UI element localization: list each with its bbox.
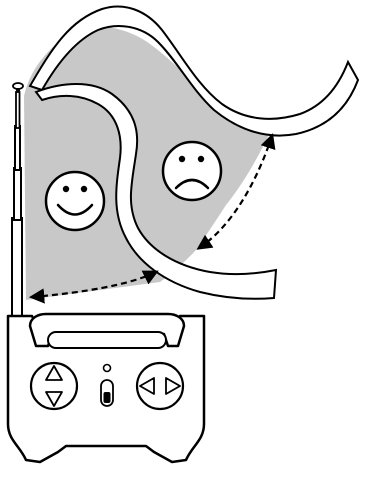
remote-controller [8,314,204,462]
left-right-arrow-buttons [137,363,183,409]
up-down-arrow-buttons [31,363,77,409]
frowning-face-icon [163,142,221,200]
smiley-face-icon [46,172,104,230]
telescopic-antenna [12,83,23,318]
